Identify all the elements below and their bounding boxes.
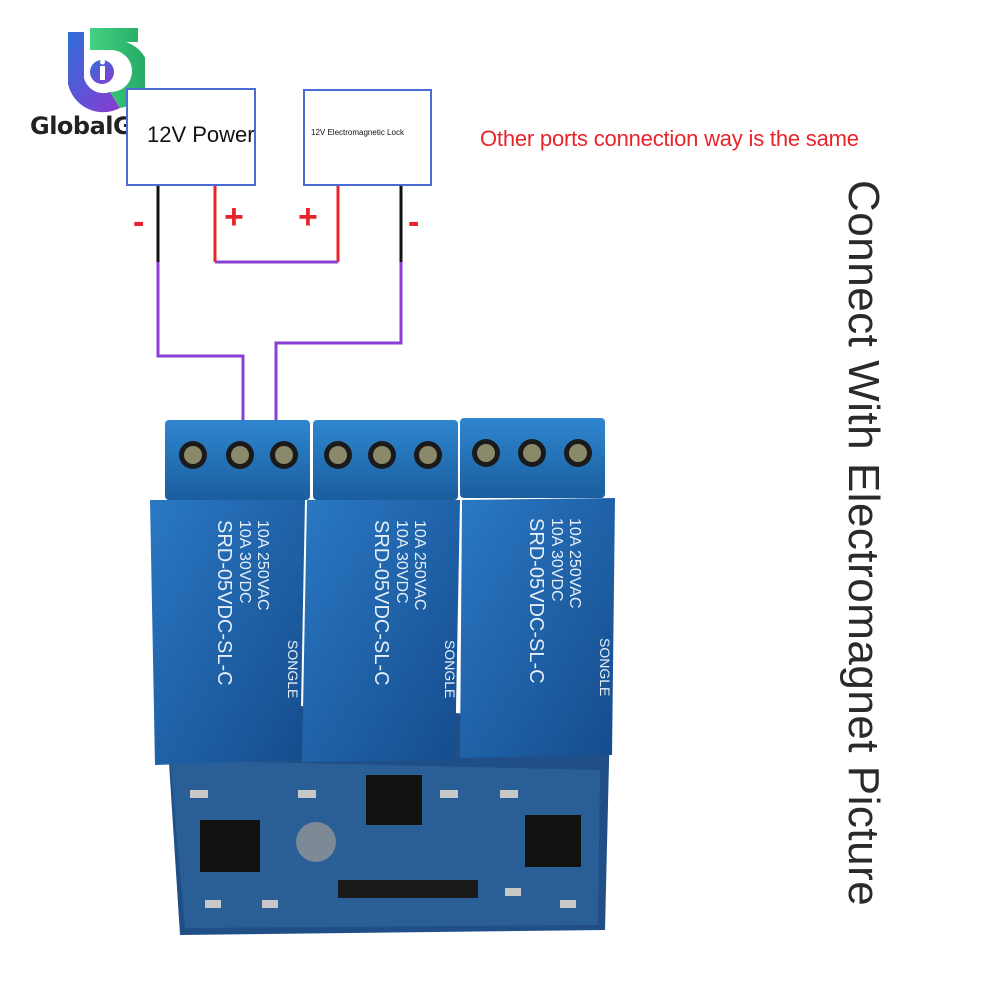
optocoupler-2 <box>366 775 422 825</box>
relay-1-rating-1: 10A 250VAC <box>254 520 271 610</box>
relay-3-rating-1: 10A 250VAC <box>566 518 583 608</box>
terminal-block-1 <box>165 420 310 500</box>
lock-positive-sign: + <box>298 198 318 236</box>
terminal-block-3 <box>460 418 605 498</box>
power-positive-sign: + <box>224 198 244 236</box>
globalgo-logo-icon <box>68 28 145 113</box>
power-supply-box <box>126 88 256 186</box>
jumper-cap <box>296 822 336 862</box>
power-negative-sign: - <box>133 203 145 241</box>
electromagnetic-lock-label: 12V Electromagnetic Lock <box>311 128 404 137</box>
lock-negative-sign: - <box>408 203 420 241</box>
pin-header <box>338 880 478 898</box>
side-caption-text: Connect With Electromagnet Picture <box>839 180 888 907</box>
connection-note: Other ports connection way is the same <box>480 126 859 151</box>
relay-2-brand: SONGLE <box>442 640 458 698</box>
relay-1-rating-2: 10A 30VDC <box>236 520 253 604</box>
relay-2-model: SRD-05VDC-SL-C <box>370 520 392 686</box>
relay-3: 10A 250VAC 10A 30VDC SRD-05VDC-SL-C SONG… <box>460 498 615 758</box>
relay-2: 10A 250VAC 10A 30VDC SRD-05VDC-SL-C SONG… <box>302 500 460 762</box>
optocoupler-3 <box>525 815 581 867</box>
smd-components <box>190 790 576 908</box>
relay-2-rating-1: 10A 250VAC <box>411 520 428 610</box>
optocoupler-1 <box>200 820 260 872</box>
power-supply-label: 12V Power <box>147 122 255 147</box>
relay-3-model: SRD-05VDC-SL-C <box>525 518 547 684</box>
relay-1: 10A 250VAC 10A 30VDC SRD-05VDC-SL-C SONG… <box>150 500 305 765</box>
relay-2-rating-2: 10A 30VDC <box>393 520 410 604</box>
electromagnetic-lock-box <box>303 89 432 186</box>
negative-wire-to-relay <box>156 262 245 440</box>
terminal-block-2 <box>313 420 458 500</box>
lock-wire-to-relay <box>274 262 403 440</box>
relay-module-board: 10A 250VAC 10A 30VDC SRD-05VDC-SL-C SONG… <box>150 418 615 935</box>
relay-1-brand: SONGLE <box>285 640 301 698</box>
relay-3-rating-2: 10A 30VDC <box>548 518 565 602</box>
relay-3-brand: SONGLE <box>597 638 613 696</box>
relay-1-model: SRD-05VDC-SL-C <box>213 520 235 686</box>
side-caption: Connect With Electromagnet Picture <box>838 180 898 980</box>
